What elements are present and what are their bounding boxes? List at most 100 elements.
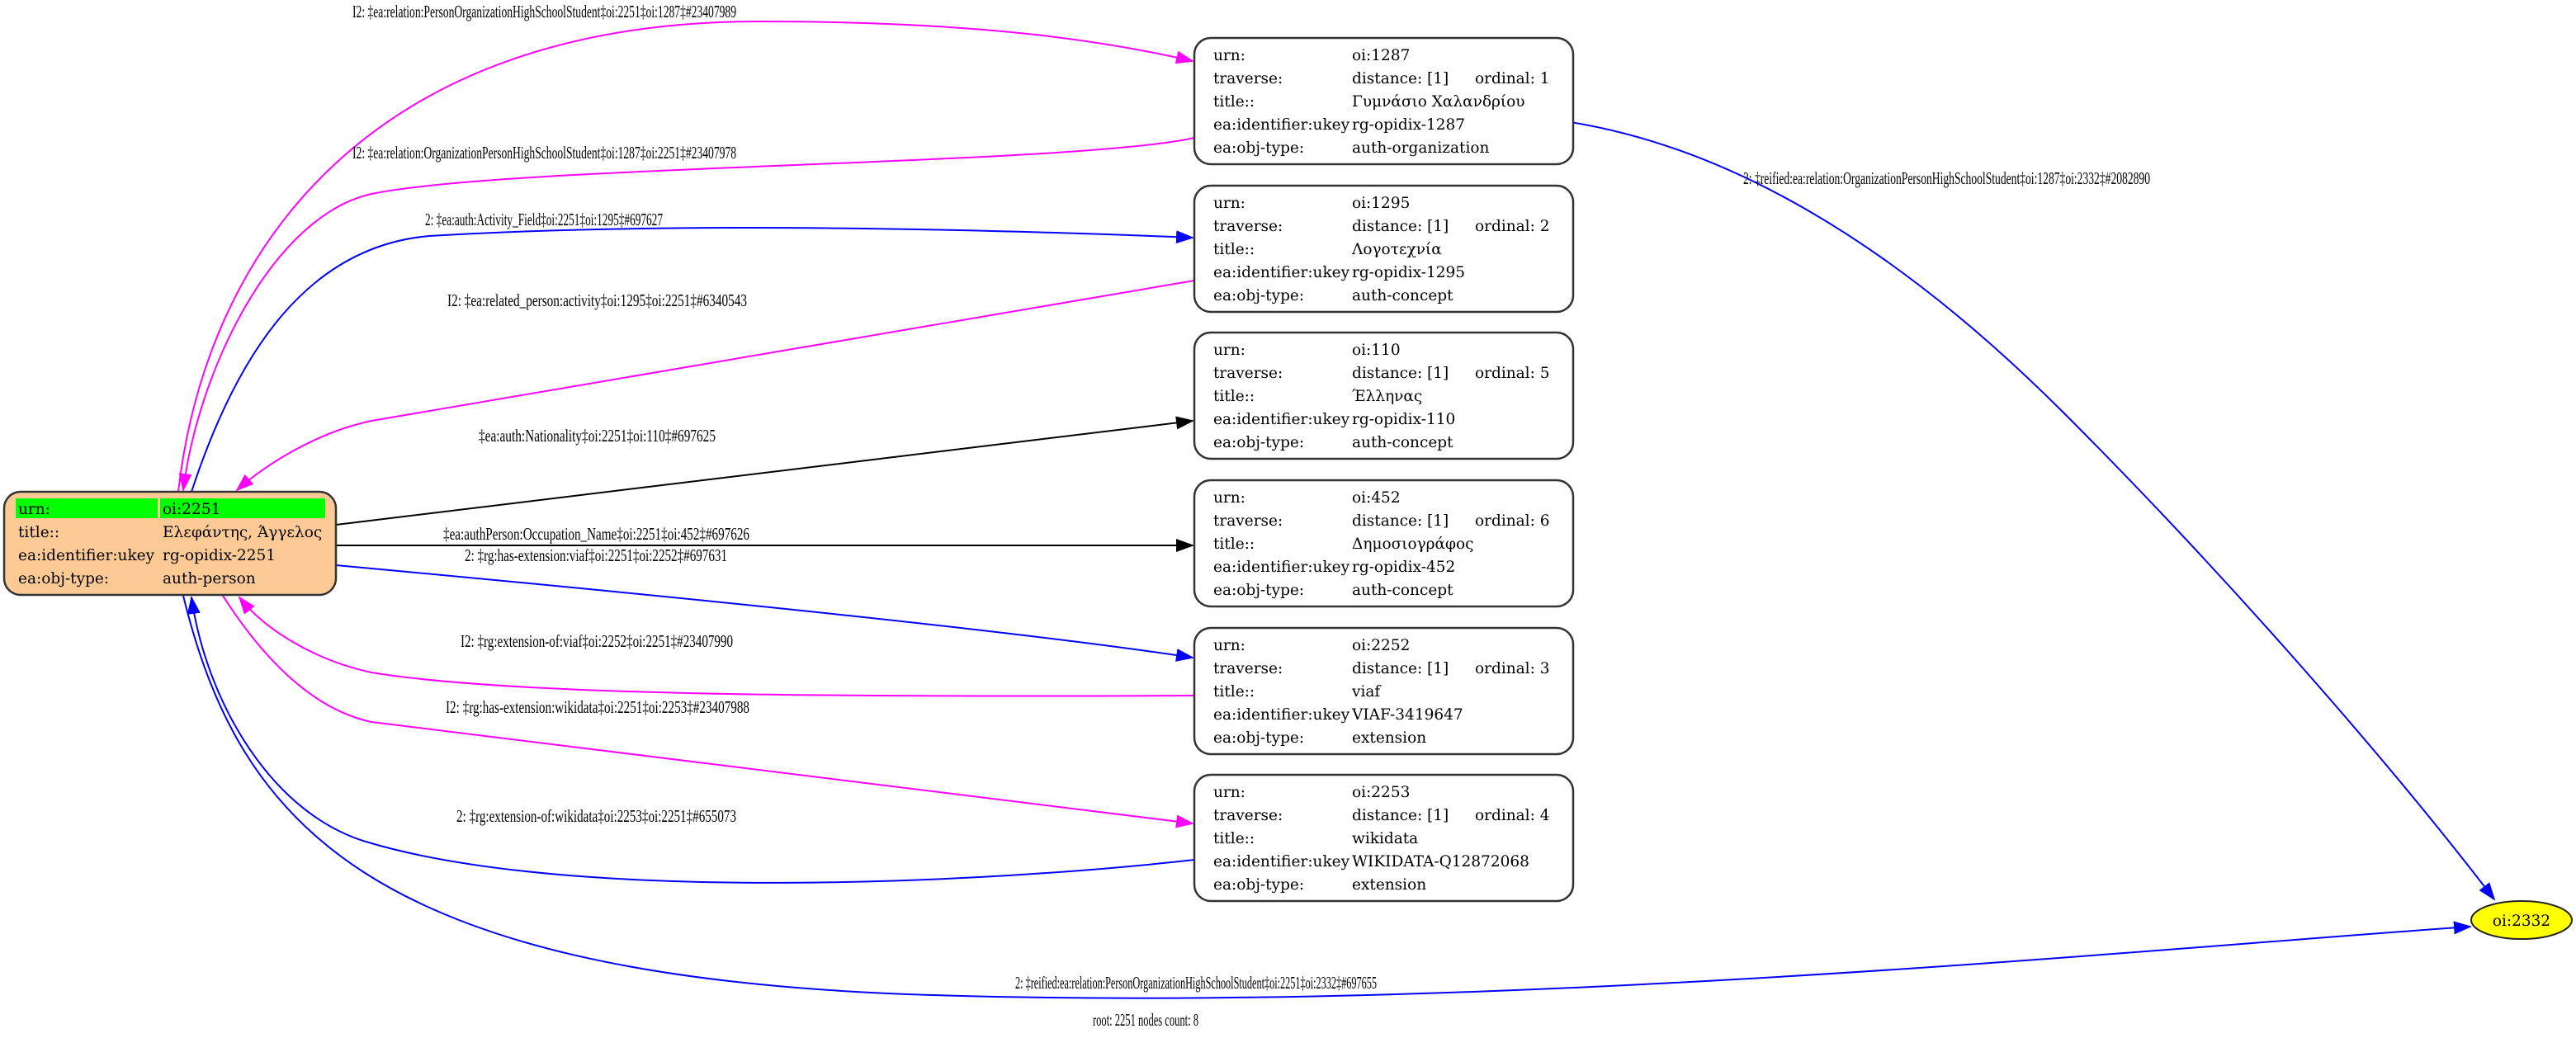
edge-line[interactable] [222,595,1194,828]
edge-label: I2: ‡ea:relation:PersonOrganizationHighS… [352,2,736,21]
row-key: ea:obj-type: [1213,876,1304,894]
row-value: oi:2251 [163,501,220,518]
leaf-node-ellipse[interactable] [2470,900,2573,940]
row-key: ea:identifier:ukey [1213,116,1350,134]
edge-label: 2: ‡ea:auth:Activity_Field‡oi:2251‡oi:12… [425,210,663,229]
row-value: oi:2252 [1352,637,1410,654]
row-value: distance: [1] [1352,218,1449,235]
row-value: auth-concept [1352,434,1453,451]
edge[interactable]: 2: ‡reified:ea:relation:OrganizationPers… [1570,121,2496,901]
edge[interactable]: I2: ‡ea:relation:OrganizationPersonHighS… [178,137,1195,492]
edge[interactable]: I2: ‡rg:has-extension:wikidata‡oi:2251‡o… [222,595,1194,828]
row-value: distance: [1] [1352,807,1449,824]
row-value: oi:452 [1352,489,1401,507]
row-value: auth-organization [1352,139,1489,157]
record-node-box[interactable] [1193,773,1575,903]
row-key: traverse: [1213,70,1283,87]
row-key: urn: [1213,195,1245,212]
leaf-node-label: oi:2332 [2493,913,2550,930]
row-value: oi:1287 [1352,47,1410,64]
row-value: Δημοσιογράφος [1352,536,1474,553]
row-key: urn: [1213,637,1245,654]
row-key: urn: [1213,342,1245,359]
row-key: traverse: [1213,365,1283,382]
row-key: traverse: [1213,807,1283,824]
row-key: urn: [1213,784,1245,801]
row-key: ea:obj-type: [1213,139,1304,157]
record-node-box[interactable] [1193,626,1575,756]
record-node-box[interactable] [1193,331,1575,460]
edge-label: ‡ea:authPerson:Occupation_Name‡oi:2251‡o… [443,524,749,544]
row-key: urn: [1213,47,1245,64]
row-key: traverse: [1213,660,1283,677]
row-key: ea:identifier:ukey [1213,706,1350,724]
edge-line[interactable] [182,595,2472,999]
row-value: rg-opidix-1295 [1352,264,1465,281]
row-value: distance: [1] [1352,365,1449,382]
row-key: title:: [18,524,59,541]
edge-line[interactable] [1570,121,2496,901]
edge[interactable]: 2: ‡reified:ea:relation:PersonOrganizati… [182,595,2472,999]
edge[interactable]: I2: ‡rg:extension-of:viaf‡oi:2252‡oi:225… [238,596,1195,697]
row-value: distance: [1] [1352,660,1449,677]
row-key: traverse: [1213,512,1283,530]
edge-line[interactable] [191,227,1194,493]
record-node-box[interactable] [1193,479,1575,608]
row-value: viaf [1351,683,1381,701]
row-key: ea:obj-type: [1213,729,1304,747]
record-node-box[interactable] [1193,36,1575,166]
edge[interactable]: ‡ea:authPerson:Occupation_Name‡oi:2251‡o… [336,524,1194,552]
row-value: distance: [1] [1352,70,1449,87]
row-value: rg-opidix-1287 [1352,116,1465,134]
edge-line[interactable] [238,596,1195,697]
row-key: title:: [1213,683,1255,701]
row-key: ea:obj-type: [1213,434,1304,451]
row-key: ea:obj-type: [1213,582,1304,599]
row-value: extension [1352,876,1426,894]
edge-label: I2: ‡rg:extension-of:viaf‡oi:2252‡oi:225… [461,631,733,651]
row-key: title:: [1213,388,1255,405]
row-value: Λογοτεχνία [1351,241,1442,258]
edge-label: 2: ‡rg:has-extension:viaf‡oi:2251‡oi:225… [465,545,727,565]
edge-line[interactable] [177,20,1194,493]
row-key: ea:identifier:ukey [1213,264,1350,281]
row-key: title:: [1213,536,1255,553]
edge-line[interactable] [335,416,1194,526]
leaf-node[interactable]: oi:2332 [2470,900,2573,940]
edge-line[interactable] [178,137,1195,492]
row-ordinal: ordinal: 4 [1475,807,1550,824]
edge-line[interactable] [335,564,1194,662]
edge[interactable]: 2: ‡rg:extension-of:wikidata‡oi:2253‡oi:… [187,596,1195,884]
edge-label: I2: ‡ea:related_person:activity‡oi:1295‡… [447,290,747,310]
edge-line[interactable] [235,280,1195,492]
row-value: oi:110 [1352,342,1401,359]
record-node-box[interactable] [1193,184,1575,314]
edge-label: 2: ‡reified:ea:relation:PersonOrganizati… [1015,973,1377,993]
row-key: ea:identifier:ukey [18,547,155,564]
row-value: Γυμνάσιο Χαλανδρίου [1352,93,1525,111]
row-value: extension [1352,729,1426,747]
edge[interactable]: ‡ea:auth:Nationality‡oi:2251‡oi:110‡#697… [335,416,1194,526]
edge-label: I2: ‡rg:has-extension:wikidata‡oi:2251‡o… [446,697,749,717]
edges-layer: I2: ‡ea:relation:PersonOrganizationHighS… [177,2,2496,999]
edge[interactable]: I2: ‡ea:relation:PersonOrganizationHighS… [177,2,1194,493]
edge-line[interactable] [187,596,1195,884]
edge[interactable]: I2: ‡ea:related_person:activity‡oi:1295‡… [235,280,1195,492]
row-key: urn: [1213,489,1245,507]
row-ordinal: ordinal: 2 [1475,218,1550,235]
edge[interactable]: 2: ‡rg:has-extension:viaf‡oi:2251‡oi:225… [335,545,1194,662]
row-value: wikidata [1352,830,1418,847]
edge[interactable]: 2: ‡ea:auth:Activity_Field‡oi:2251‡oi:12… [191,210,1194,493]
row-key: traverse: [1213,218,1283,235]
row-key: ea:identifier:ukey [1213,411,1350,428]
urn-value-highlight [160,498,325,518]
edge-label: 2: ‡rg:extension-of:wikidata‡oi:2253‡oi:… [456,806,736,826]
